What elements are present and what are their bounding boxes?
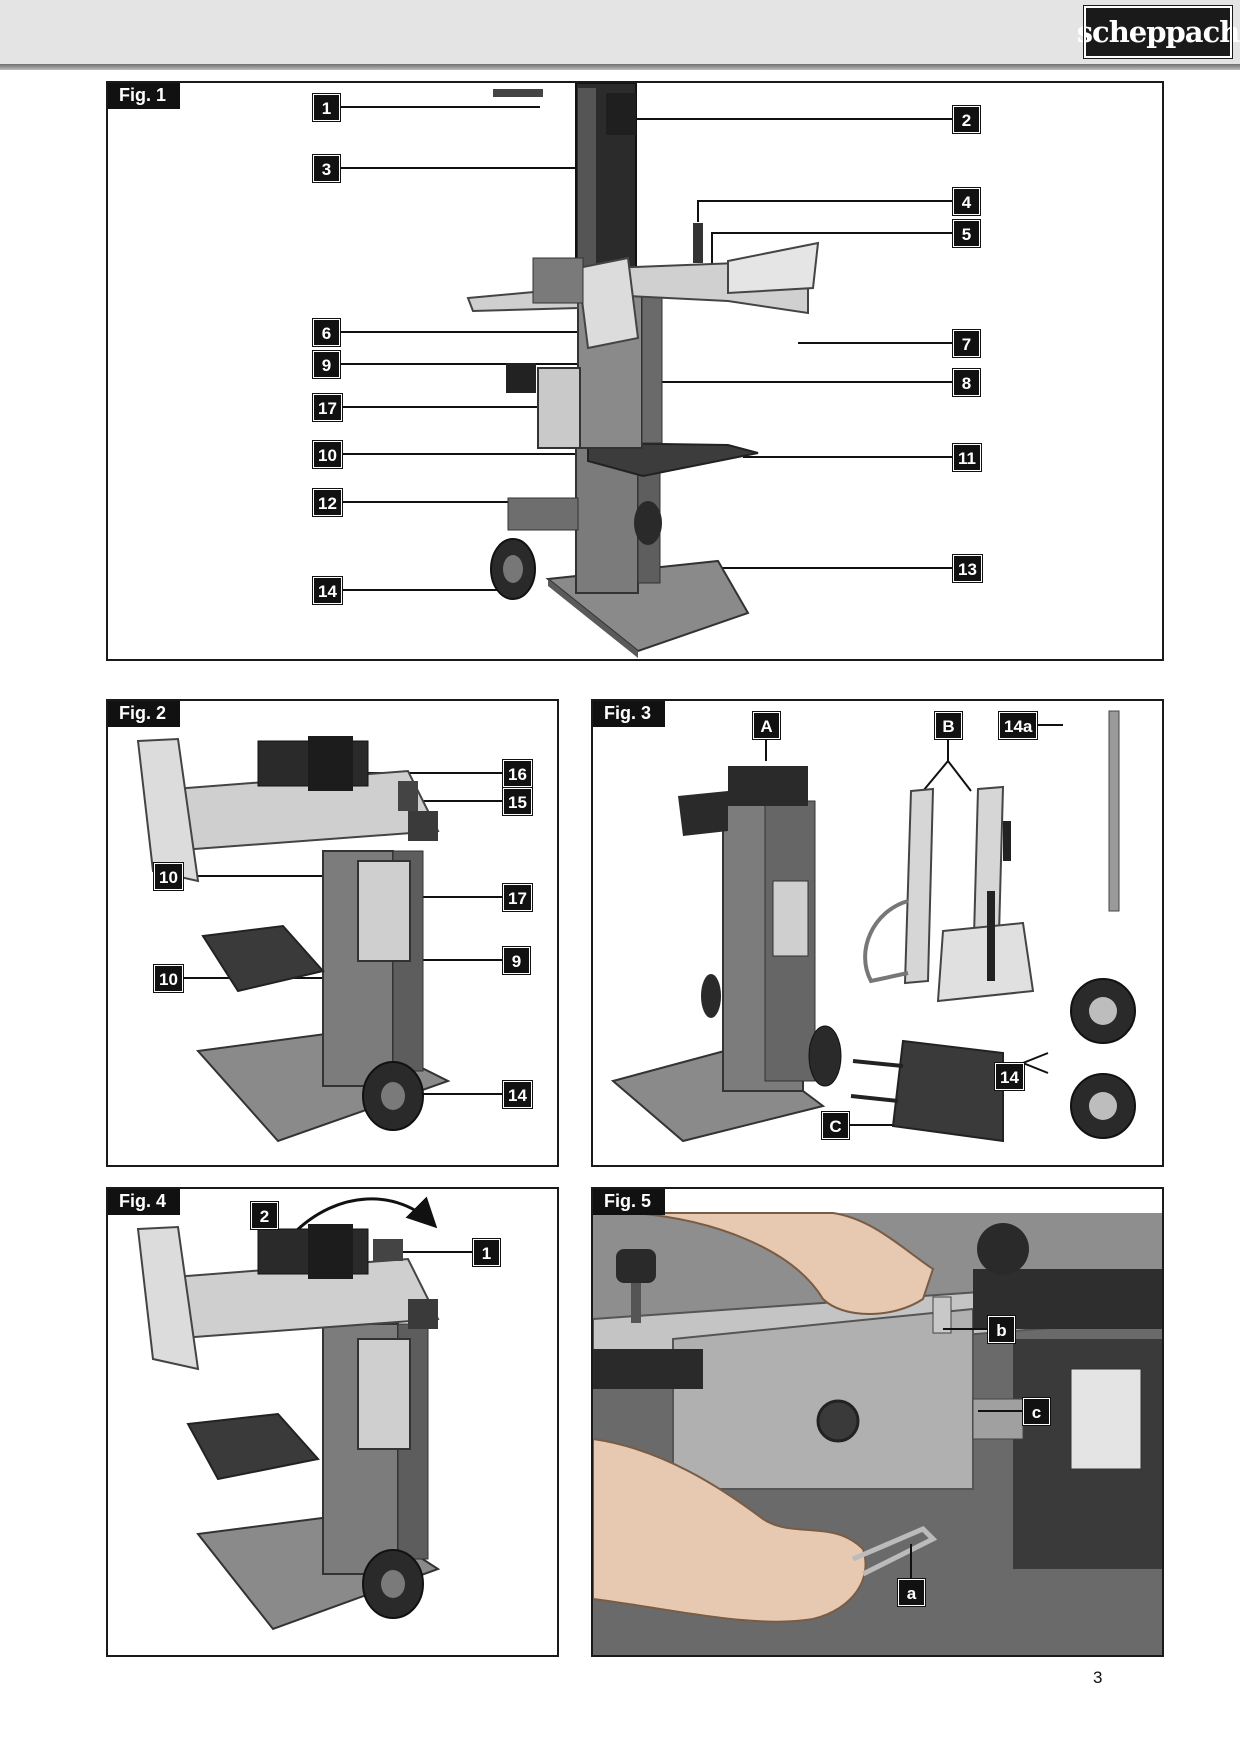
callout-label: 10 <box>153 964 184 993</box>
figure-2: Fig. 2 16 15 10 17 9 10 14 <box>106 699 559 1167</box>
callout-label: 1 <box>312 93 341 122</box>
callout-label: C <box>821 1111 850 1140</box>
callout-label: 3 <box>312 154 341 183</box>
callout-label: 10 <box>153 862 184 891</box>
callout-label: 6 <box>312 318 341 347</box>
figure-2-illustration <box>136 736 503 1143</box>
callout-label: 14 <box>312 576 343 605</box>
header-divider <box>0 64 1240 70</box>
callout-label: 9 <box>312 350 341 379</box>
callout-label: 1 <box>472 1238 501 1267</box>
figure-2-title: Fig. 2 <box>108 701 181 727</box>
callout-label: 13 <box>952 554 983 583</box>
callout-label: 2 <box>952 105 981 134</box>
figure-1-title: Fig. 1 <box>108 83 181 109</box>
figure-4-title: Fig. 4 <box>108 1189 181 1215</box>
figure-1-illustration <box>330 83 968 658</box>
figure-1: Fig. 1 <box>106 81 1164 661</box>
callout-label: 14 <box>994 1062 1025 1091</box>
figure-4-illustration <box>136 1196 473 1631</box>
callout-label: a <box>897 1578 926 1607</box>
callout-label: 14a <box>997 711 1039 740</box>
figure-3: Fig. 3 A <box>591 699 1164 1167</box>
brand-logo: scheppach <box>1077 5 1240 59</box>
figure-5: Fig. 5 b c a <box>591 1187 1164 1657</box>
callout-label: 16 <box>502 759 533 788</box>
callout-label: 10 <box>312 440 343 469</box>
figure-3-illustration <box>610 710 1136 1143</box>
figure-5-photo <box>593 1212 1162 1655</box>
callout-label: A <box>752 711 781 740</box>
callout-label: 2 <box>250 1201 279 1230</box>
callout-label: 9 <box>502 946 531 975</box>
page-header <box>0 0 1240 64</box>
figure-3-title: Fig. 3 <box>593 701 666 727</box>
callout-label: 4 <box>952 187 981 216</box>
figure-5-title: Fig. 5 <box>593 1189 666 1215</box>
callout-label: B <box>934 711 963 740</box>
callout-label: 12 <box>312 488 343 517</box>
callout-label: 5 <box>952 219 981 248</box>
callout-label: b <box>987 1315 1016 1344</box>
callout-label: c <box>1022 1397 1051 1426</box>
callout-label: 15 <box>502 787 533 816</box>
callout-label: 7 <box>952 329 981 358</box>
callout-label: 8 <box>952 368 981 397</box>
callout-label: 14 <box>502 1080 533 1109</box>
callout-label: 17 <box>502 883 533 912</box>
callout-label: 11 <box>952 443 982 472</box>
figure-4: Fig. 4 2 1 <box>106 1187 559 1657</box>
callout-label: 17 <box>312 393 343 422</box>
page-number: 3 <box>1093 1668 1103 1687</box>
